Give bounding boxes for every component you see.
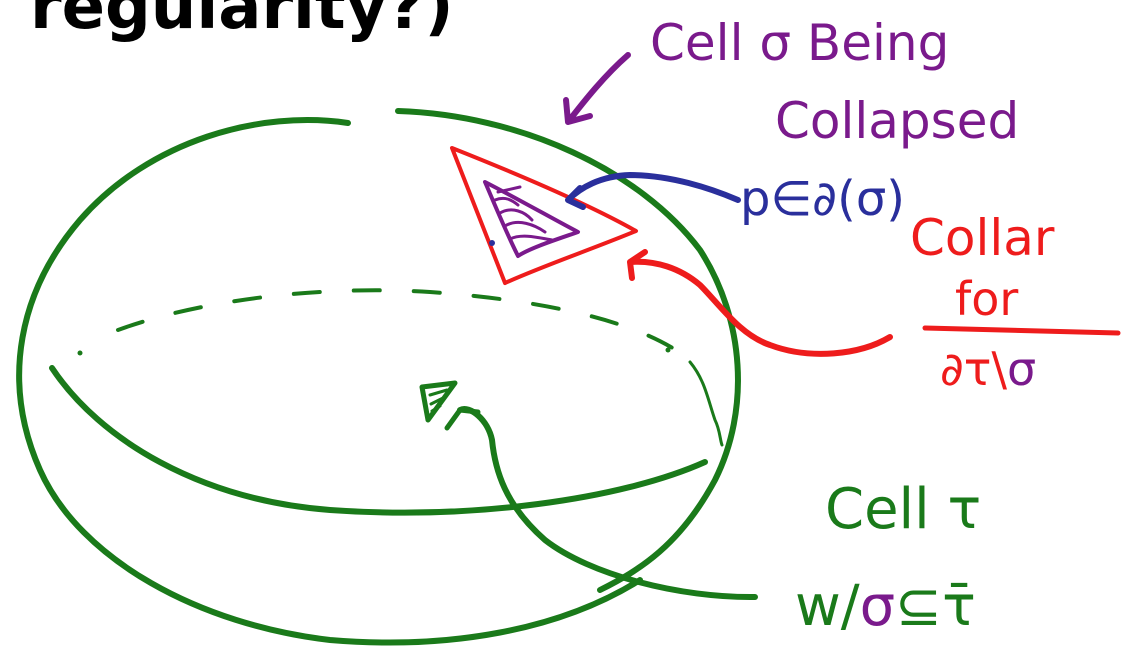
ball-equator-front — [52, 368, 705, 513]
label-collar-line2: for — [955, 272, 1018, 326]
label-collar-line1: Collar — [910, 209, 1055, 267]
ball-outline-left — [19, 120, 640, 642]
cell-tau-ball — [19, 111, 738, 643]
label-cell-being-collapsed-line2: Collapsed — [775, 92, 1019, 150]
ball-dot-right — [666, 348, 671, 353]
sigma-point-p — [489, 240, 495, 246]
collar-underline — [925, 328, 1118, 333]
top-text-regularity: regularity?) — [30, 0, 454, 44]
ball-equator-back-right — [690, 362, 722, 445]
label-cell-tau: Cell τ — [825, 477, 981, 542]
label-with-sigma: σ — [860, 574, 896, 639]
inner-sigma-triangle — [422, 383, 478, 428]
label-cell-being-collapsed-line1: Cell σ Being — [650, 14, 949, 72]
label-p-in-boundary: p∈∂(σ) — [740, 171, 905, 227]
label-with-suffix: ⊆τ̄ — [895, 574, 976, 639]
label-collar-sigma: σ — [1007, 342, 1036, 396]
label-with-sigma-subset-tau: w/σ⊆τ̄ — [795, 574, 976, 639]
red-arrow-to-collar — [630, 252, 890, 354]
ball-equator-back-dashed — [118, 290, 690, 360]
purple-arrow-to-sigma — [566, 55, 628, 122]
label-collar-line3: ∂τ\σ — [940, 342, 1036, 396]
label-with-prefix: w/ — [795, 574, 860, 639]
label-collar-boundary-tau: ∂τ\ — [940, 342, 1007, 396]
ball-dot-left — [78, 351, 83, 356]
arrow-from-with-sigma-to-inner-triangle — [460, 409, 755, 597]
